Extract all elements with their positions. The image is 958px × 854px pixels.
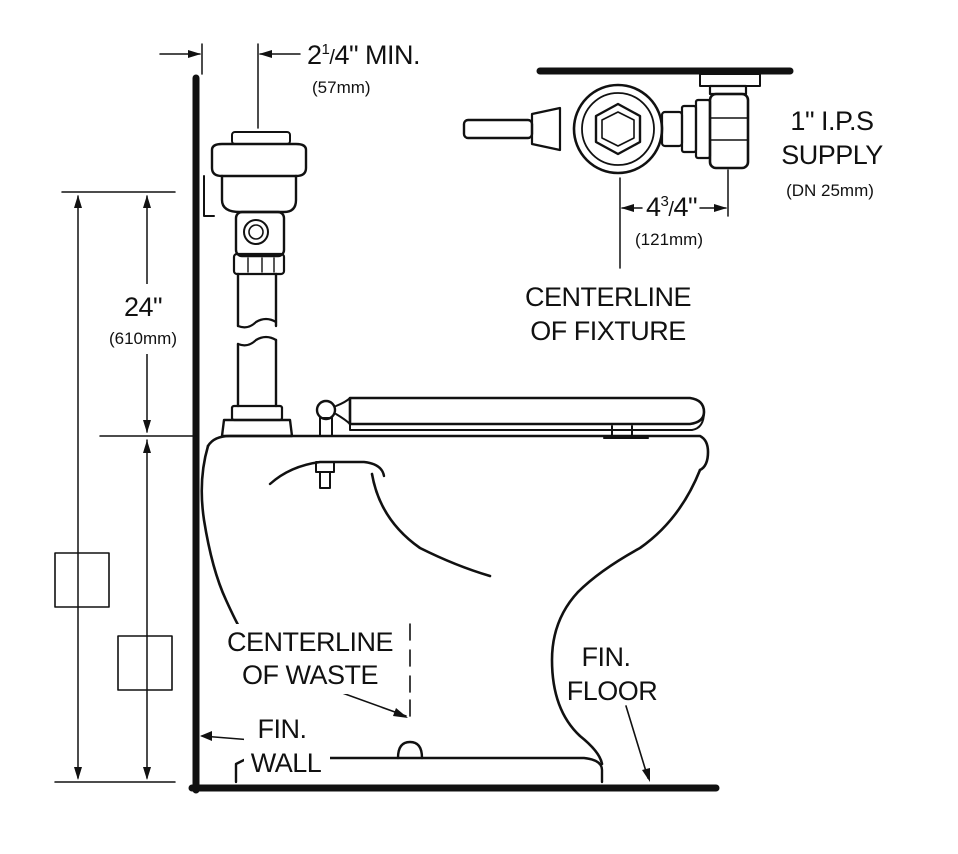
fin-floor-line2: FLOOR [567, 676, 658, 706]
centerline-offset-mm: (121mm) [635, 230, 703, 249]
height-dimension [54, 191, 197, 783]
wall-clearance-label: 21/4" MIN. [307, 40, 420, 70]
toilet-bowl [200, 396, 710, 784]
centerline-fixture-line1: CENTERLINE [525, 282, 691, 312]
centerline-waste-marker [333, 623, 411, 718]
fin-wall-pointer [200, 731, 253, 741]
flush-valve-side [203, 131, 308, 438]
fin-floor-pointer [625, 705, 650, 782]
wall-clearance-dimension [159, 43, 301, 129]
fin-floor-line1: FIN. [582, 642, 631, 672]
fin-wall-line1: FIN. [258, 714, 307, 744]
fin-wall-line2: WALL [251, 748, 322, 778]
centerline-offset-dimension [619, 169, 729, 269]
wall-clearance-mm: (57mm) [312, 78, 371, 97]
centerline-waste-line2: OF WASTE [242, 660, 378, 690]
supply-label-mm: (DN 25mm) [786, 181, 874, 200]
flush-valve-top-view [462, 73, 761, 175]
height-dimension-mm: (610mm) [109, 329, 177, 348]
supply-label-line1: 1" I.P.S [790, 106, 873, 136]
supply-label-line2: SUPPLY [781, 140, 883, 170]
height-dimension-label: 24" [124, 292, 162, 322]
centerline-offset-label: 43/4" [646, 192, 697, 222]
centerline-waste-line1: CENTERLINE [227, 627, 393, 657]
centerline-fixture-line2: OF FIXTURE [530, 316, 686, 346]
